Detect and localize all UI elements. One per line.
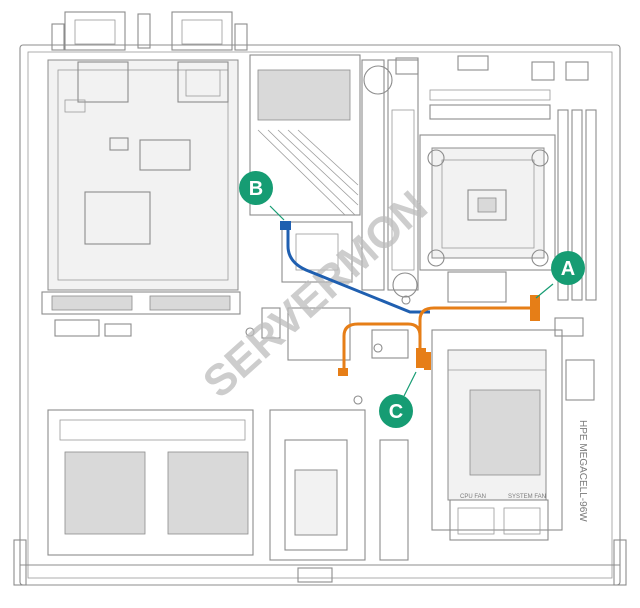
connector-a: [530, 295, 540, 321]
callout-a: A: [551, 251, 585, 285]
callout-a-label: A: [561, 258, 575, 280]
pcie-riser: [249, 54, 419, 298]
callout-c: C: [379, 394, 413, 428]
callout-c-label: C: [389, 401, 403, 423]
cable-blue: [286, 228, 430, 314]
board-name-label: HPE MEGACELL-96W: [577, 420, 588, 522]
connector-c-upper: [416, 348, 426, 368]
connector-c-lower: [338, 368, 348, 376]
motherboard-components: [245, 271, 595, 405]
cpu-fan-label: CPU FAN: [460, 494, 486, 500]
dimm-slots: [429, 89, 597, 301]
callout-leaders: [269, 205, 554, 397]
callout-b-label: B: [249, 178, 263, 200]
callout-b: B: [239, 171, 273, 205]
storage-controller-board: [431, 329, 563, 541]
connector-c-right: [424, 352, 431, 370]
cable-orange-branch: [342, 322, 422, 372]
power-connector-row: [41, 291, 241, 337]
connector-b: [280, 221, 291, 230]
chassis-outline: [13, 44, 627, 586]
rear-connectors: [395, 55, 589, 81]
cable-routes: [280, 221, 540, 376]
system-fan-label: SYSTEM FAN: [508, 494, 546, 500]
fan-modules: [47, 409, 409, 583]
cable-orange: [418, 306, 536, 355]
drive-cage: [47, 59, 239, 291]
drive-handles: [51, 11, 248, 51]
board-labels: CPU FAN SYSTEM FAN HPE MEGACELL-96W: [460, 420, 588, 522]
cpu-heatsink: [419, 134, 556, 271]
